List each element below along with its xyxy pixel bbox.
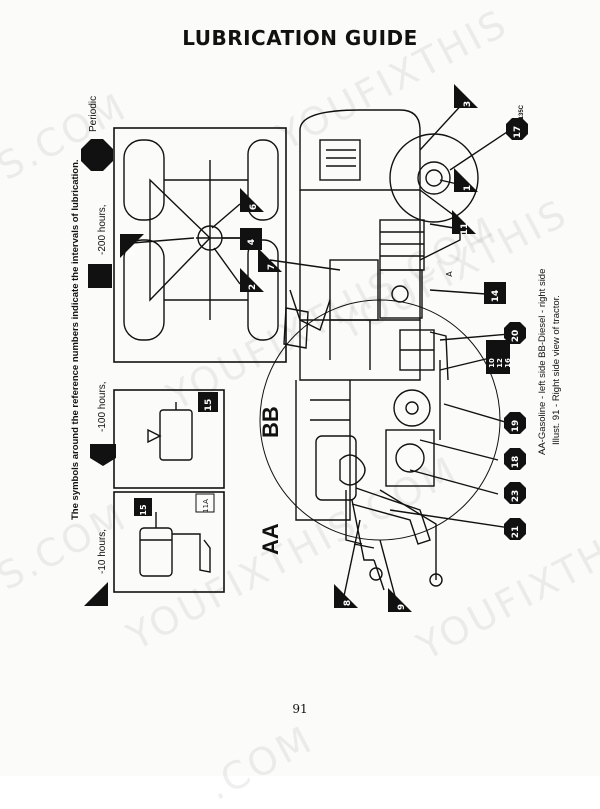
callout-4: 4 — [247, 239, 257, 245]
lubrication-diagram: 3 1 11 5 6 2 7 8 9 4 14 15 15 17 20 19 1… — [113, 84, 528, 612]
callout-14: 14 — [491, 290, 501, 303]
shield-symbol-icon — [90, 444, 116, 466]
callout-1: 1 — [463, 185, 473, 191]
page-number: 91 — [292, 702, 308, 716]
callout-2: 2 — [248, 284, 258, 290]
callout-9: 9 — [397, 604, 407, 610]
callout-20: 20 — [511, 330, 521, 343]
callout-11a: 11A — [202, 499, 210, 513]
callout-19: 19 — [511, 420, 521, 433]
callout-16: 16 — [504, 358, 512, 368]
callout-6: 6 — [249, 204, 259, 210]
callout-18: 18 — [511, 456, 521, 469]
octagon-symbol-icon — [81, 139, 113, 171]
callout-3: 3 — [463, 101, 473, 107]
callout-5: 5 — [127, 251, 137, 257]
callout-7: 7 — [267, 264, 277, 270]
callout-21: 21 — [511, 526, 521, 539]
point-label-a: A — [445, 271, 454, 277]
callout-23: 23 — [511, 490, 521, 503]
callout-10: 10 — [488, 358, 496, 368]
triangle-symbol-icon — [84, 582, 108, 606]
callout-12: 12 — [496, 358, 504, 368]
callout-17: 17 — [513, 126, 523, 139]
square-symbol-icon — [88, 264, 112, 288]
callout-8: 8 — [343, 600, 353, 606]
page-title: LUBRICATION GUIDE — [182, 26, 418, 50]
callout-15: 15 — [204, 399, 214, 412]
callout-11: 11 — [460, 223, 470, 236]
callout-15-aa: 15 — [139, 504, 148, 516]
